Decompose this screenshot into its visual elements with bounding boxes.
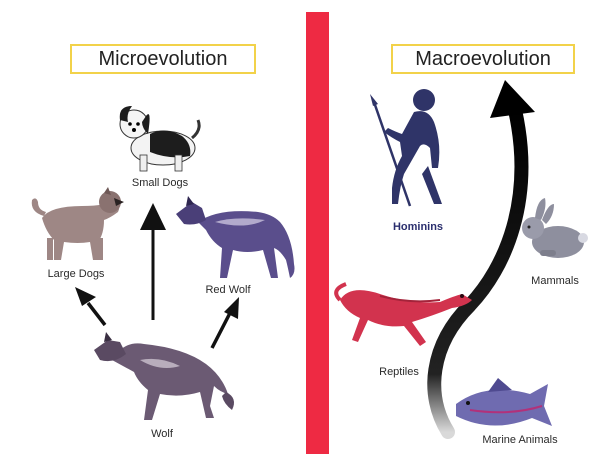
small-dog-illustration: [119, 106, 201, 172]
label-reptiles: Reptiles: [379, 366, 419, 378]
red-wolf-illustration: [176, 196, 295, 278]
label-marine-animals: Marine Animals: [482, 434, 558, 446]
label-large-dogs: Large Dogs: [47, 268, 105, 280]
label-red-wolf: Red Wolf: [205, 284, 251, 296]
macroevolution-title-text: Macroevolution: [415, 47, 551, 70]
arrow-wolf-to-small-dogs: [140, 203, 166, 320]
wolf-illustration: [94, 332, 234, 420]
label-wolf: Wolf: [151, 428, 173, 440]
fish-illustration: [456, 378, 552, 426]
label-mammals: Mammals: [531, 275, 579, 287]
arrow-wolf-to-red-wolf: [210, 297, 239, 349]
large-dog-illustration: [31, 187, 124, 260]
lizard-illustration: [334, 282, 472, 346]
label-hominins: Hominins: [392, 221, 444, 233]
arrow-wolf-to-large-dogs: [75, 287, 107, 327]
label-small-dogs: Small Dogs: [131, 177, 189, 189]
macroevolution-arrow: [427, 80, 535, 439]
microevolution-title-text: Microevolution: [98, 47, 228, 70]
macroevolution-title: Macroevolution: [391, 44, 575, 74]
microevolution-title: Microevolution: [70, 44, 256, 74]
red-divider-bar: [306, 12, 329, 454]
rabbit-illustration: [522, 198, 588, 258]
hominin-illustration: [370, 89, 442, 207]
